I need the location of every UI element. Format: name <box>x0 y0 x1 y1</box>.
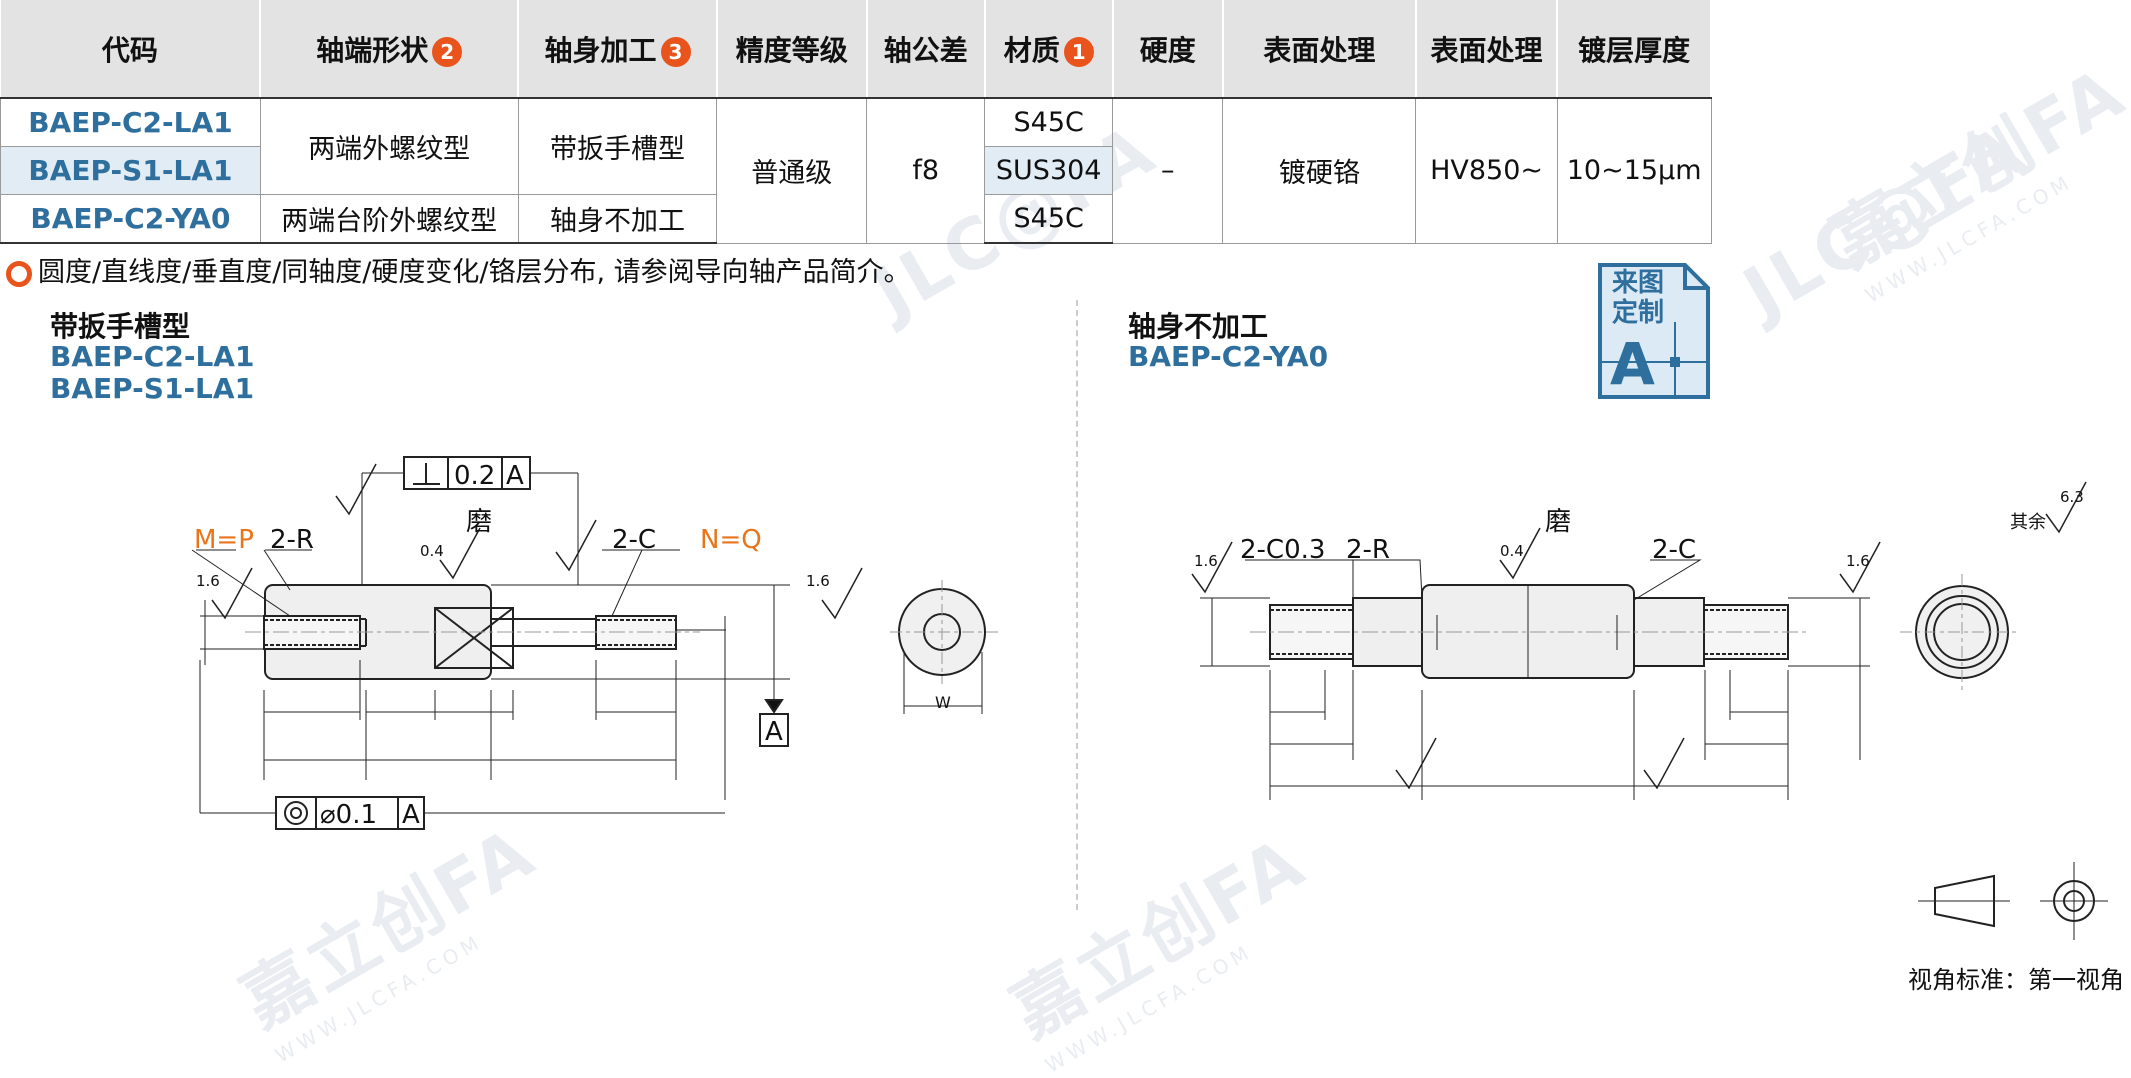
col-header: 镀层厚度 <box>1557 0 1712 99</box>
datum-label: A <box>402 800 420 830</box>
material-cell: S45C <box>984 97 1113 147</box>
table-row: BAEP-C2-LA1 两端外螺纹型 带扳手槽型 普通级 f8 S45C – 镀… <box>0 97 1712 244</box>
left-view-code: BAEP-S1-LA1 <box>50 372 255 405</box>
table-row: BAEP-C2-YA0 两端台阶外螺纹型 轴身不加工 S45C <box>0 194 1712 244</box>
other-surfaces-label: 其余 <box>2010 512 2046 533</box>
chamfer-label: 2-C0.3 <box>1240 535 1325 565</box>
wrench-flat <box>434 607 514 669</box>
stamp-text: 来图定制 <box>1612 268 1665 328</box>
number-badge: 2 <box>432 36 463 67</box>
material-cell: S45C <box>984 194 1113 244</box>
width-label: W <box>935 693 951 712</box>
code-cell: BAEP-S1-LA1 <box>0 146 261 195</box>
material-cell: SUS304 <box>984 146 1113 195</box>
code-cell: BAEP-C2-YA0 <box>0 194 261 244</box>
col-header: 硬度 <box>1112 0 1224 99</box>
grind-label: 磨 <box>466 507 492 537</box>
left-view-code: BAEP-C2-LA1 <box>50 340 255 373</box>
note-line: 圆度/直线度/垂直度/同轴度/硬度变化/铬层分布, 请参阅导向轴产品简介。 <box>6 250 911 289</box>
tolerance-cell: f8 <box>866 97 986 244</box>
chamfer-label: 2-C <box>1652 535 1696 565</box>
custom-drawing-stamp-icon <box>1598 263 1710 399</box>
col-header: 表面处理 <box>1415 0 1559 99</box>
radius-label: 2-R <box>1346 535 1390 565</box>
right-view-code: BAEP-C2-YA0 <box>1128 340 1329 373</box>
body-cell: 带扳手槽型 <box>517 97 718 195</box>
m-eq-p-label: M=P <box>194 525 254 555</box>
bullet-icon <box>6 260 32 287</box>
col-header: 表面处理 <box>1222 0 1417 99</box>
right-view-title: 轴身不加工 <box>1128 310 1269 343</box>
radius-label: 2-R <box>270 525 314 555</box>
chamfer-label: 2-C <box>612 525 656 555</box>
stamp-letter: A <box>1610 330 1655 398</box>
roughness-value: 0.4 <box>1500 542 1524 560</box>
surface-hardness-cell: HV850~ <box>1415 97 1558 244</box>
col-header: 精度等级 <box>716 0 868 99</box>
col-header: 代码 <box>0 0 262 99</box>
body-cell: 轴身不加工 <box>517 194 718 244</box>
conc-tol-value: ⌀0.1 <box>320 800 377 830</box>
technical-drawing: 0.2 A ⌀0.1 A A 磨 磨 2-R 2-C 2-C0.3 2-R 2-… <box>191 456 2108 940</box>
roughness-value: 6.3 <box>2060 488 2084 506</box>
datum-label: A <box>765 717 783 747</box>
roughness-value: 1.6 <box>196 572 220 590</box>
datum-label: A <box>506 461 524 491</box>
perp-tol-value: 0.2 <box>454 461 495 491</box>
end-shape-cell: 两端外螺纹型 <box>259 97 519 195</box>
n-eq-q-label: N=Q <box>700 525 762 555</box>
number-badge: 1 <box>1063 36 1094 67</box>
roughness-value: 0.4 <box>420 542 444 560</box>
view-divider <box>1076 300 1078 910</box>
end-shape-cell: 两端台阶外螺纹型 <box>259 194 519 244</box>
hardness-cell: – <box>1111 97 1224 244</box>
roughness-value: 1.6 <box>1194 552 1218 570</box>
roughness-value: 1.6 <box>1846 552 1870 570</box>
view-standard: 视角标准：第一视角 <box>1908 966 2124 994</box>
code-cell: BAEP-C2-LA1 <box>0 97 261 147</box>
left-view-title: 带扳手槽型 <box>50 310 191 343</box>
surface-cell: 镀硬铬 <box>1222 97 1417 244</box>
plating-cell: 10~15μm <box>1556 97 1712 244</box>
grind-label: 磨 <box>1545 507 1571 537</box>
precision-cell: 普通级 <box>716 97 868 244</box>
number-badge: 3 <box>660 36 691 67</box>
roughness-value: 1.6 <box>806 572 830 590</box>
col-header: 轴公差 <box>866 0 986 99</box>
table-row: BAEP-S1-LA1 SUS304 <box>0 146 1712 195</box>
